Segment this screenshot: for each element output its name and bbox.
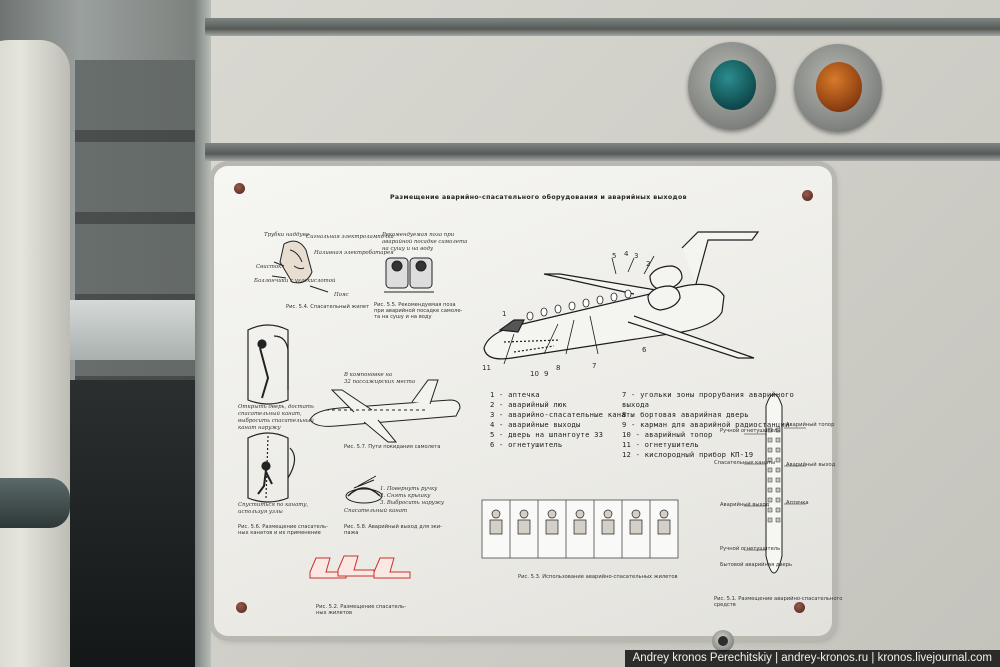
note-vest-belts: Пояс [334,292,349,298]
main-aircraft-drawing [483,231,760,365]
rope-descent-drawing [247,432,296,503]
panel-screw [712,630,734,652]
photo-watermark: Andrey kronos Perechitskiy | andrey-kron… [624,650,1000,667]
top-rail [205,18,1000,36]
callout-6: 6 [642,346,647,354]
callout-1: 1 [502,310,506,318]
amber-lens [816,62,862,112]
legend-item: 2 - аварийный люк [490,400,567,409]
rivet-bottom-left [236,602,247,613]
callout-8: 8 [556,364,560,372]
legend-item: 9 - карман для аварийной радиостанции [622,420,790,429]
callout-10: 10 [530,370,539,378]
legend-item: 12 - кислородный прибор КП-19 [622,450,754,459]
passenger-seats-drawing [309,555,411,579]
note-vest-battery: Наливная электробатарея [314,250,394,256]
note-hatch-label: Спасательный канат [344,508,408,514]
callout-numbers: 11 10 9 8 7 6 5 4 3 2 1 [482,250,650,378]
callout-4: 4 [624,250,629,258]
green-signal-lamp [688,42,776,130]
legend-item: 3 - аварийно-спасательные канаты [490,410,635,419]
note-vest-cylinders: Баллончики с углекислотой [254,278,336,284]
crew-hatch-drawing [345,475,383,504]
amber-signal-lamp [794,44,882,132]
seat-back [0,40,70,667]
wall-edge [195,0,211,667]
rivet-bottom-right [794,602,805,613]
note-vest-tubes: Трубки наддува [264,232,309,238]
placard-title: Размещение аварийно-спасательного оборуд… [390,194,687,201]
note-vest-signal: Сигнальная электролампочка [306,234,394,240]
legend-item: 6 - огнетушитель [490,440,563,449]
legend-item: 11 - огнетушитель [622,440,699,449]
legend-item: 1 - аптечка [490,390,540,399]
legend-item: 5 - дверь на шпангоуте 33 [490,430,604,439]
callout-5: 5 [612,252,616,260]
caption-fig57: Рис. 5.7. Пути покидания самолета [344,444,441,450]
small-aircraft-drawing [309,379,461,443]
note-vest-whistle: Свисток [256,264,282,270]
callout-2: 2 [646,260,650,268]
middle-rail [205,143,1000,161]
callout-7: 7 [592,362,596,370]
legend-item: 4 - аварийные выходы [490,420,581,429]
cabin-floor-plan [744,393,806,574]
placard-drawings: 11 10 9 8 7 6 5 4 3 2 1 [247,231,806,579]
legend-item: выхода [622,400,650,409]
rivet-top-right [802,190,813,201]
life-vest-drawing [271,240,329,293]
door-exit-drawing [247,324,289,405]
legend-item: 10 - аварийный топор [622,430,713,439]
rivet-top-left [234,183,245,194]
callout-3: 3 [634,252,638,260]
dark-cabin-area [70,380,195,667]
green-lens [710,60,756,110]
caption-fig54: Рис. 5.4. Спасательный жилет [286,304,370,310]
cabin-window [70,300,200,360]
vest-usage-strip [481,499,679,559]
legend-item: 7 - угольки зоны прорубания аварийного [622,390,795,399]
safety-placard: Размещение аварийно-спасательного оборуд… [214,166,842,636]
seat-handle [0,478,70,528]
callout-11: 11 [482,364,491,372]
callout-9: 9 [544,370,548,378]
caption-fig53: Рис. 5.3. Использование аварийно-спасате… [518,574,678,580]
legend-item: 8 - бортовая аварийная дверь [622,410,749,419]
brace-pose-drawing [384,257,434,293]
